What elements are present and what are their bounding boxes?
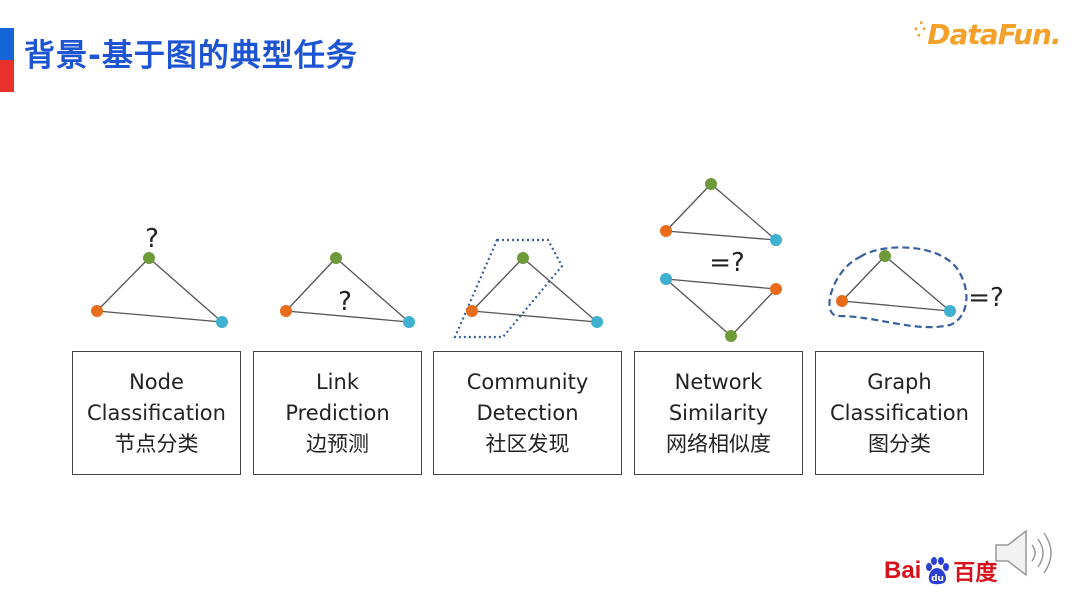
node-orange	[770, 283, 782, 295]
edge	[665, 278, 777, 290]
edge	[730, 288, 777, 337]
graph-outline	[828, 246, 968, 329]
accent-red	[0, 60, 14, 92]
graph-node-classification: ?	[91, 224, 228, 328]
node-green	[330, 252, 342, 264]
edge	[841, 255, 886, 302]
title-accent-bar	[0, 28, 14, 92]
node-cyan	[944, 305, 956, 317]
edge	[471, 310, 598, 323]
node-cyan	[403, 316, 415, 328]
node-green	[705, 178, 717, 190]
card-title-cn: 网络相似度	[666, 431, 771, 456]
card-title-cn: 社区发现	[485, 431, 570, 456]
baidu-logo: Bai du 百度	[884, 555, 997, 587]
edge	[148, 257, 223, 323]
node-orange	[466, 305, 478, 317]
edge	[335, 257, 410, 323]
similarity-annotation: =?	[709, 248, 745, 278]
card-title-en: Prediction	[285, 400, 390, 425]
graph-link-prediction: ?	[280, 252, 415, 328]
edge	[96, 310, 223, 323]
node-orange	[280, 305, 292, 317]
card-title-en: Link	[315, 369, 359, 394]
node-cyan	[216, 316, 228, 328]
node-green	[725, 330, 737, 342]
card-title-en: Graph	[867, 369, 932, 394]
card-link-prediction: Link Prediction 边预测	[253, 351, 422, 475]
edge	[665, 230, 777, 241]
edge	[665, 183, 712, 232]
node-green	[879, 250, 891, 262]
card-title-cn: 边预测	[306, 431, 369, 456]
card-graph-classification: Graph Classification 图分类	[815, 351, 984, 475]
edge	[471, 257, 524, 312]
speaker-icon[interactable]	[992, 525, 1056, 581]
edge	[285, 310, 410, 323]
card-community-detection: Community Detection 社区发现	[433, 351, 622, 475]
card-title-cn: 图分类	[868, 431, 931, 456]
node-cyan	[591, 316, 603, 328]
card-title-en: Classification	[830, 400, 969, 425]
edge	[710, 183, 777, 241]
question-mark: ?	[338, 287, 352, 317]
graph-community-detection	[453, 238, 603, 339]
node-green	[143, 252, 155, 264]
edge	[884, 255, 951, 312]
card-title-en: Classification	[87, 400, 226, 425]
accent-blue	[0, 28, 14, 60]
baidu-paw-text: du	[931, 574, 944, 584]
node-orange	[836, 295, 848, 307]
classification-annotation: =?	[968, 283, 1004, 313]
baidu-logo-cn: 百度	[953, 561, 998, 586]
node-green	[517, 252, 529, 264]
node-cyan	[770, 234, 782, 246]
edge	[522, 257, 598, 323]
card-title-en: Community	[466, 369, 589, 394]
card-title-en: Detection	[476, 400, 579, 425]
community-outline	[453, 238, 564, 339]
logo-dots: ⁛	[914, 21, 927, 38]
question-mark: ?	[145, 224, 159, 254]
edge	[285, 257, 337, 312]
baidu-paw-icon: du	[922, 556, 952, 586]
edge	[96, 257, 150, 312]
graph-graph-classification: =?	[828, 246, 1004, 329]
logo-text: DataFun.	[927, 18, 1061, 51]
page-title: 背景-基于图的典型任务	[24, 38, 358, 74]
card-network-similarity: Network Similarity 网络相似度	[634, 351, 803, 475]
node-orange	[91, 305, 103, 317]
datafun-logo: ⁛DataFun.	[914, 18, 1062, 51]
node-orange	[660, 225, 672, 237]
card-title-en: Network	[674, 369, 763, 394]
card-title-en: Similarity	[668, 400, 769, 425]
baidu-logo-latin: Bai	[884, 557, 922, 584]
card-title-en: Node	[129, 369, 184, 394]
card-title-cn: 节点分类	[114, 431, 199, 456]
edge	[665, 278, 732, 337]
graph-network-similarity: =?	[660, 178, 782, 342]
edge	[841, 300, 951, 312]
card-node-classification: Node Classification 节点分类	[72, 351, 241, 475]
node-cyan	[660, 273, 672, 285]
